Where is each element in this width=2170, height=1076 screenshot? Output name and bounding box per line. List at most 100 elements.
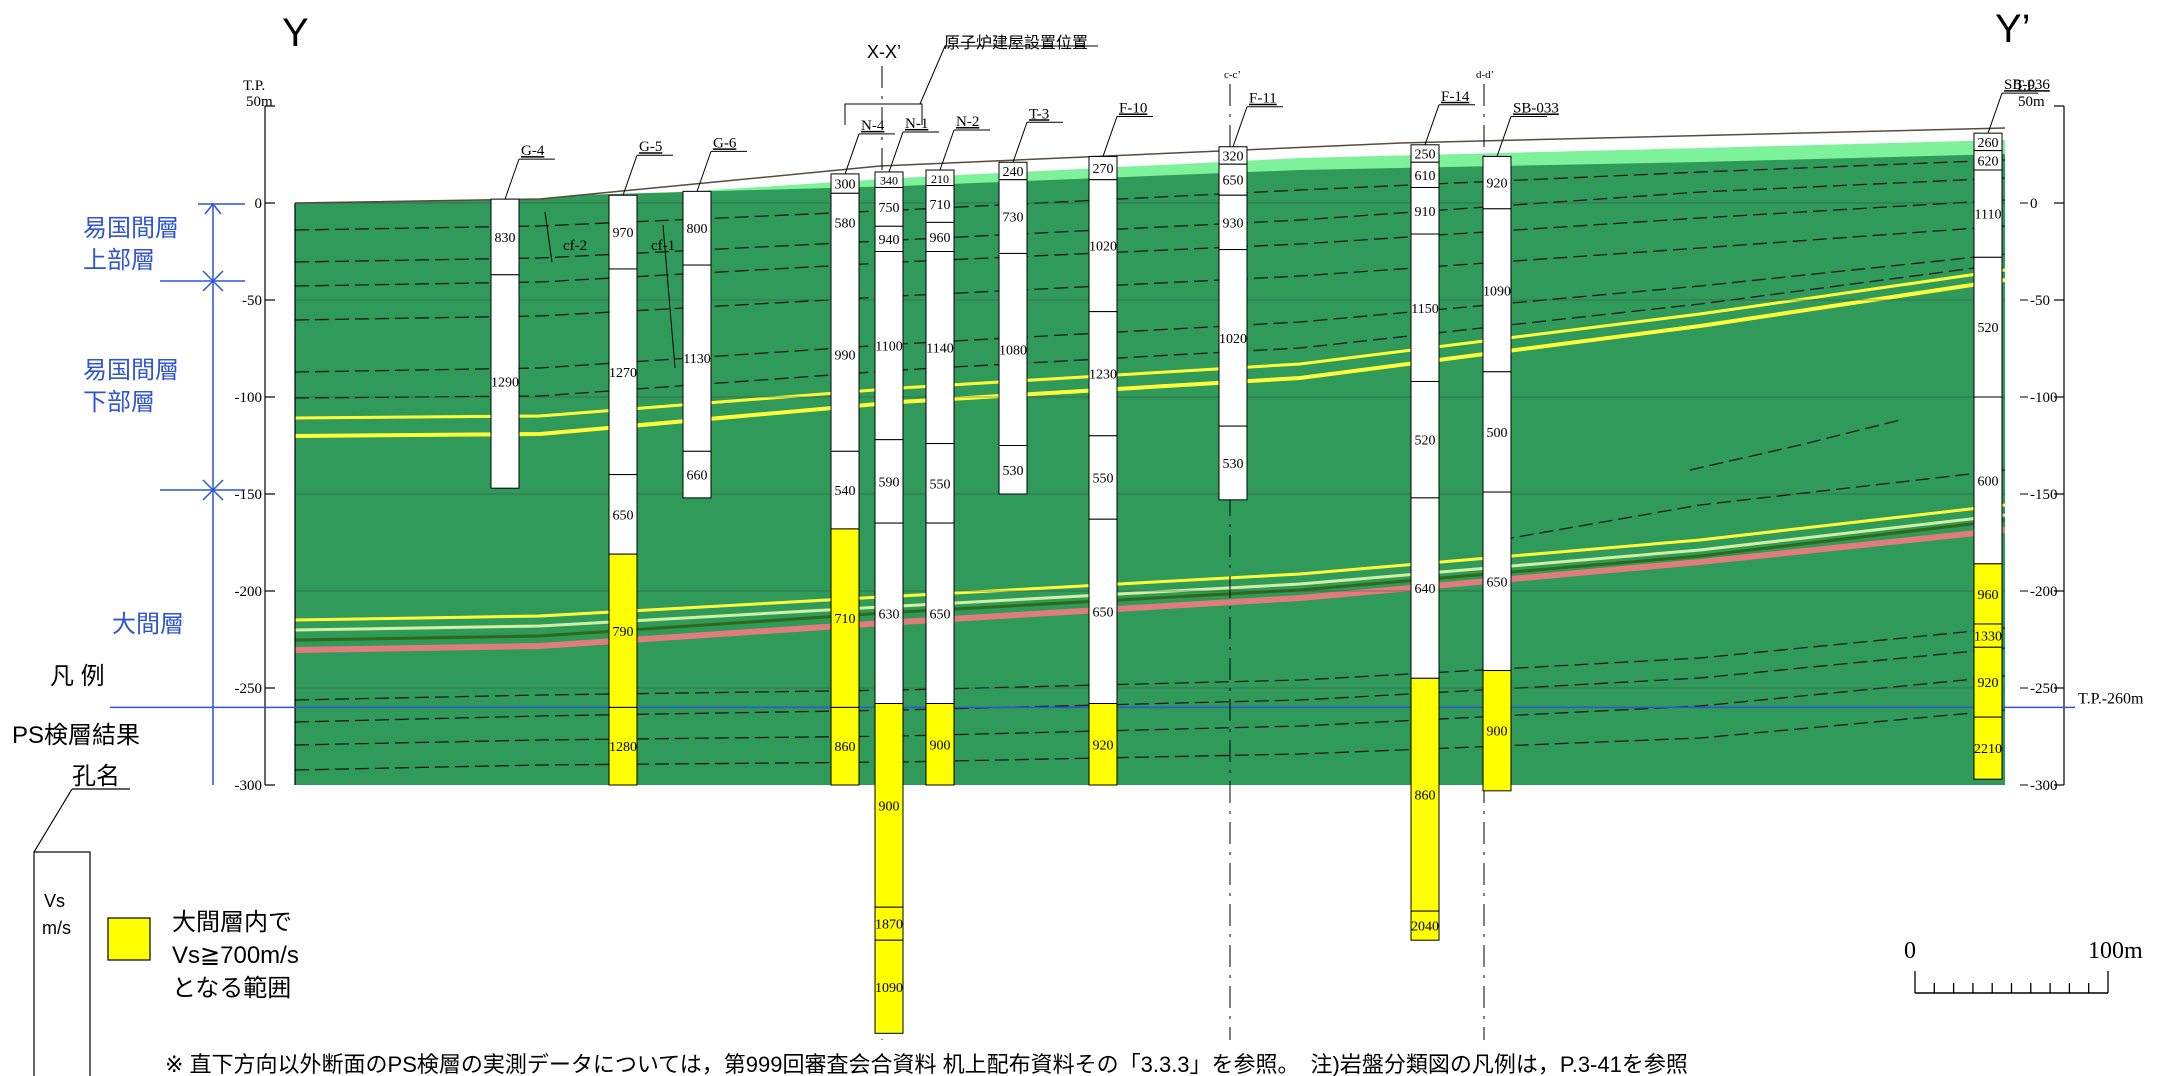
vs-value: 750 (879, 201, 900, 216)
vs-value: 860 (835, 740, 856, 755)
borehole-segment (874, 439, 904, 524)
xx-section-label: X-X’ (867, 42, 901, 62)
legend-yellow-swatch (107, 917, 151, 961)
borehole-name: N-2 (956, 114, 979, 130)
borehole-name: F-14 (1441, 89, 1470, 105)
borehole-segment (1973, 563, 2003, 625)
scale-end: 100m (2088, 938, 2143, 964)
vs-value: 320 (1223, 149, 1244, 164)
vs-value: 650 (1223, 174, 1244, 189)
legend-hole-name: 孔名 (72, 763, 120, 790)
legend-yellow-line3: となる範囲 (172, 975, 291, 1002)
legend-yellow-line1: 大間層内で (172, 909, 292, 936)
borehole-leader (844, 133, 860, 175)
borehole-segment (490, 274, 520, 489)
borehole-segment (1410, 161, 1440, 188)
vs-value: 650 (613, 508, 634, 523)
legend-leader (33, 788, 73, 853)
layer-upper-green (295, 154, 2005, 785)
vs-value: 650 (1093, 605, 1114, 620)
axis-left-tick-label: -300 (235, 778, 263, 794)
borehole-segment (925, 251, 955, 445)
borehole-segment (1410, 910, 1440, 941)
borehole-segment (1482, 371, 1512, 493)
ground-surface (294, 127, 2006, 204)
borehole-segment (998, 445, 1028, 495)
vs-value: 610 (1415, 169, 1436, 184)
borehole-segment (1088, 311, 1118, 437)
section-end-left: Y (282, 11, 309, 55)
vs-value: 530 (1003, 464, 1024, 479)
borehole-name: SB-036 (2004, 77, 2050, 93)
vs-value: 970 (613, 226, 634, 241)
borehole-segment (1973, 169, 2003, 258)
vs-value: 1290 (491, 375, 519, 390)
vs-value: 830 (495, 231, 516, 246)
borehole-leader (504, 158, 520, 200)
vs-value: 1130 (683, 352, 710, 367)
rock-layers (295, 140, 2005, 785)
borehole-segment (874, 906, 904, 941)
legend-yellow-line2: Vs≧700m/s (172, 942, 299, 969)
borehole-segment (608, 474, 638, 555)
stratum-lower-line1: 易国間層 (83, 357, 179, 384)
vs-value: 790 (613, 625, 634, 640)
axis-left-tick-label: -50 (242, 293, 262, 309)
axis-title-right: T.P. (2015, 78, 2037, 94)
borehole-segment (1088, 703, 1118, 786)
legend-title: 凡 例 (50, 663, 105, 690)
vs-value: 1110 (1975, 208, 2002, 223)
vs-value: 1230 (1089, 368, 1117, 383)
legend-vs-label: Vs (44, 891, 65, 911)
axis-unit-left: 50m (246, 94, 273, 110)
axis-right-tick-label: -100 (2030, 390, 2058, 406)
vs-value: 500 (1487, 426, 1508, 441)
borehole-name: N-4 (861, 118, 885, 134)
cc-section-label: c-c’ (1224, 69, 1241, 81)
vs-value: 960 (930, 231, 951, 246)
reactor-building-bracket (844, 103, 923, 125)
vs-value: 300 (835, 178, 856, 193)
borehole-segment (1218, 425, 1248, 501)
borehole-segment (608, 706, 638, 786)
vs-value: 900 (879, 799, 900, 814)
borehole-leader (1424, 104, 1440, 145)
vs-value: 650 (1487, 575, 1508, 590)
vs-value: 630 (879, 607, 900, 622)
vs-value: 860 (1415, 789, 1436, 804)
vs-value: 1150 (1411, 302, 1438, 317)
borehole-leader (888, 131, 904, 173)
borehole-leader (1496, 116, 1512, 157)
borehole-segment (874, 186, 904, 227)
scale-start: 0 (1904, 938, 1916, 964)
axis-right-tick-label: 0 (2030, 196, 2038, 212)
borehole-segment (608, 553, 638, 708)
axis-left-tick-label: -150 (235, 487, 263, 503)
vs-value: 550 (1093, 472, 1114, 487)
vs-value: 1270 (609, 366, 637, 381)
borehole-leader (1987, 92, 2003, 134)
borehole-segment (1973, 256, 2003, 398)
axis-left-tick-label: -100 (235, 390, 263, 406)
vs-value: 1100 (875, 340, 902, 355)
fault-cf-2 (544, 211, 553, 263)
vs-value: 1330 (1974, 630, 2002, 645)
vs-value: 520 (1978, 321, 1999, 336)
vs-value: 1090 (1483, 284, 1511, 299)
vs-value: 1080 (999, 343, 1027, 358)
reactor-building-label: 原子炉建屋設置位置 (944, 34, 1088, 52)
borehole-segment (1973, 716, 2003, 780)
borehole-leader (696, 151, 712, 192)
fault-label-cf-2: cf-2 (563, 238, 587, 254)
